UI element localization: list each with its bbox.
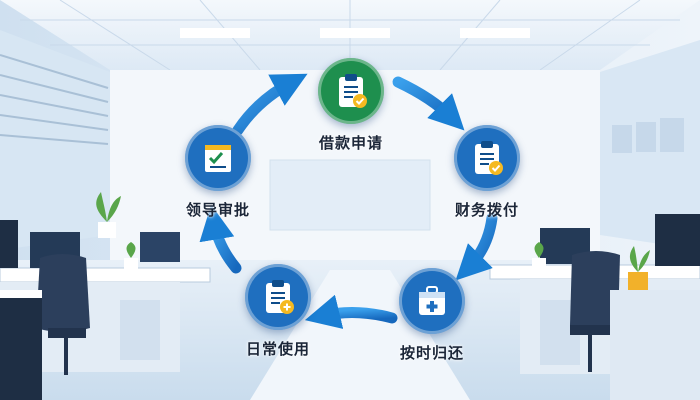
clipboard-check-icon — [475, 141, 503, 175]
arrow-approve-to-apply — [232, 73, 308, 136]
step-label: 领导审批 — [185, 201, 250, 219]
step-timely-repayment: 按时归还 — [362, 268, 502, 363]
step-loan-application: 借款申请 — [281, 58, 421, 153]
step-label: 按时归还 — [399, 344, 464, 362]
step-daily-use: 日常使用 — [208, 264, 348, 359]
step-financial-disbursement: 财务拨付 — [417, 125, 557, 220]
step-icon-circle — [245, 264, 311, 330]
arrow-disburse-to-repay — [455, 212, 498, 281]
checklist-icon — [205, 145, 231, 172]
step-icon-circle — [318, 58, 384, 124]
step-label: 日常使用 — [245, 340, 310, 358]
briefcase-plus-icon — [419, 286, 445, 315]
clipboard-check-icon — [339, 74, 367, 108]
step-icon-circle — [454, 125, 520, 191]
step-icon-circle — [185, 125, 251, 191]
step-label: 财务拨付 — [454, 201, 519, 219]
arrow-apply-to-disburse — [392, 76, 465, 131]
arrow-repay-to-use — [304, 294, 398, 329]
step-icon-circle — [399, 268, 465, 334]
clipboard-plus-icon — [266, 280, 294, 314]
step-leader-approval: 领导审批 — [148, 125, 288, 220]
step-label: 借款申请 — [318, 134, 383, 152]
arrow-use-to-approve — [199, 204, 242, 274]
